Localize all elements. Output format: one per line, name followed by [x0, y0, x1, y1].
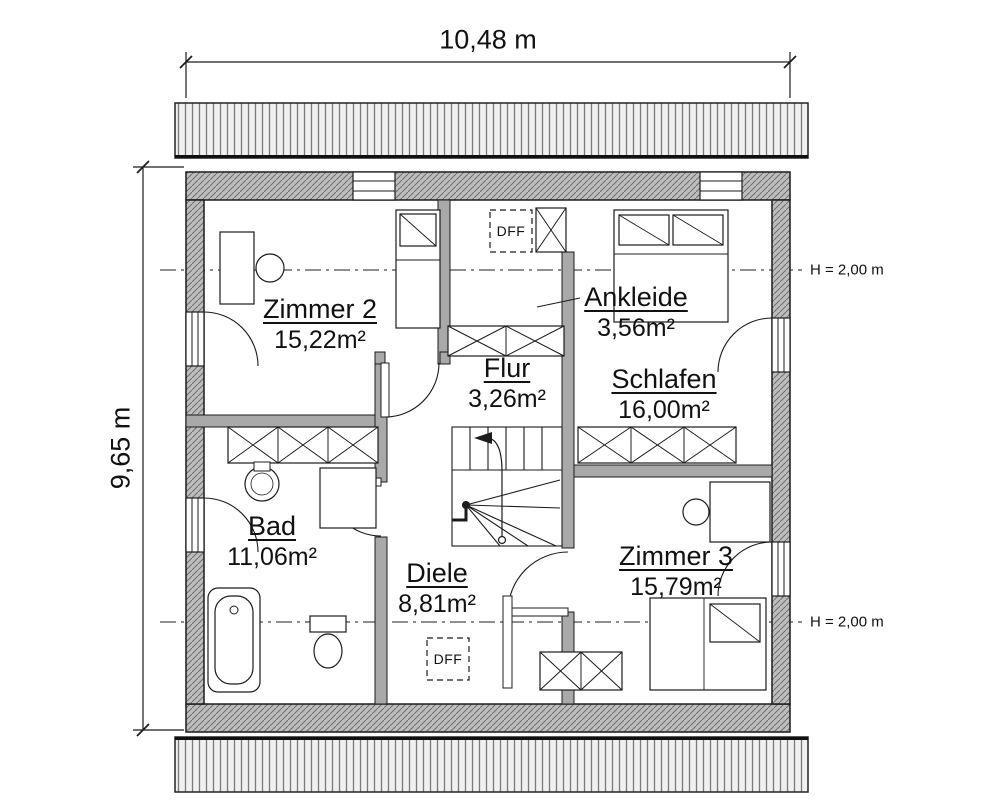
dff-label-top: DFF	[496, 223, 526, 239]
bed-schlafen	[613, 209, 729, 323]
desk-zimmer3	[682, 481, 771, 543]
toilet	[309, 615, 347, 669]
dff-label-bottom: DFF	[433, 651, 463, 667]
door-zimmer2	[380, 362, 440, 418]
window-top-left	[352, 171, 396, 201]
room-name-diele: Diele	[406, 558, 468, 588]
room-name-ankleide: Ankleide	[584, 282, 688, 312]
room-name-schlafen: Schlafen	[611, 364, 717, 394]
roof-windows	[426, 209, 533, 681]
dff-box-top	[489, 209, 533, 253]
room-label-diele: Diele 8,81m²	[398, 558, 476, 619]
room-label-flur: Flur 3,26m²	[468, 353, 546, 414]
furniture	[207, 209, 771, 693]
room-label-zimmer3: Zimmer 3 15,79m²	[619, 541, 733, 602]
roof-band-top	[174, 102, 809, 159]
sink	[244, 461, 280, 502]
dimension-lines	[133, 52, 797, 737]
room-name-bad: Bad	[247, 511, 297, 541]
dimension-width-label: 10,48 m	[439, 24, 537, 55]
bath-cabinet	[319, 467, 377, 529]
bed-zimmer3	[649, 597, 767, 691]
room-label-zimmer2: Zimmer 2 15,22m²	[263, 294, 377, 355]
window-right-zimmer3	[717, 541, 791, 597]
room-area-zimmer3: 15,79m²	[630, 572, 722, 601]
window-left-zimmer2	[185, 311, 259, 367]
wardrobe-flur	[447, 325, 565, 357]
room-label-schlafen: Schlafen 16,00m²	[611, 364, 716, 425]
roof-band-bottom	[174, 736, 809, 793]
room-area-diele: 8,81m²	[398, 589, 476, 618]
room-area-zimmer2: 15,22m²	[274, 325, 366, 354]
door-zimmer3	[507, 551, 569, 617]
room-name-zimmer3: Zimmer 3	[619, 541, 733, 571]
desk-zimmer2	[219, 231, 285, 305]
room-label-bad: Bad 11,06m²	[227, 511, 317, 572]
window-top-right	[699, 171, 743, 201]
ankleide-leader-line	[536, 297, 581, 308]
height-marker-top-label: H = 2,00 m	[810, 261, 884, 279]
bathtub	[207, 587, 261, 693]
staircase	[451, 426, 563, 547]
room-name-flur: Flur	[483, 353, 531, 383]
radiator-diele	[502, 595, 513, 689]
wardrobe-ankleide	[535, 207, 567, 253]
wardrobe-bad	[227, 426, 379, 464]
window-left-bad	[185, 497, 259, 553]
windows	[185, 171, 791, 597]
window-right-schlafen	[717, 317, 791, 373]
bed-zimmer2	[395, 209, 441, 329]
room-name-zimmer2: Zimmer 2	[263, 294, 377, 324]
wardrobe-zimmer3	[539, 651, 623, 691]
room-area-ankleide: 3,56m²	[597, 313, 675, 342]
room-area-flur: 3,26m²	[468, 384, 546, 413]
room-area-bad: 11,06m²	[227, 542, 317, 571]
dff-box-bottom	[426, 637, 470, 681]
room-label-ankleide: Ankleide 3,56m²	[584, 282, 688, 343]
height-marker-bottom-label: H = 2,00 m	[810, 613, 884, 631]
room-area-schlafen: 16,00m²	[618, 395, 710, 424]
stair-walk-line	[474, 432, 507, 545]
dimension-height-label: 9,65 m	[105, 406, 136, 490]
wardrobes	[227, 207, 737, 691]
wardrobe-schlafen	[577, 426, 737, 464]
